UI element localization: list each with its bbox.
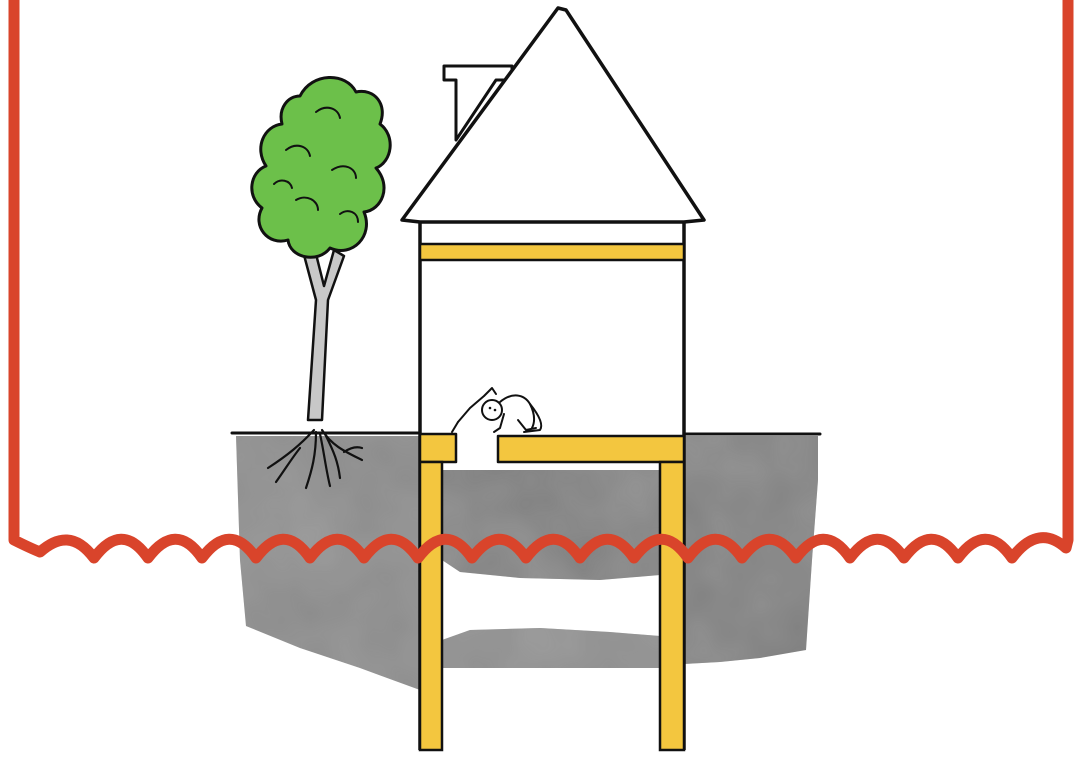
flashlight-beam [451,421,459,433]
ground-floor-right [496,434,686,464]
ground-floor-left [418,432,458,464]
soil-under-house [442,470,660,580]
foundation-pile-right [658,460,686,752]
person-legs [517,403,543,433]
wavy-boundary-line [8,0,1074,564]
upper-floor-beam [418,242,686,262]
person-head [481,399,503,421]
tree-crown [250,76,392,259]
crouching-person-icon [451,387,543,433]
flashlight-icon [457,387,497,423]
person-arm [493,413,505,433]
tree-icon [250,76,392,259]
tree-roots [266,428,364,490]
ground-line [230,431,822,436]
soil-under-house-lower [442,628,660,668]
soil-left [236,436,420,690]
foundation-pile-left [418,460,444,752]
tree-trunk [298,236,346,422]
